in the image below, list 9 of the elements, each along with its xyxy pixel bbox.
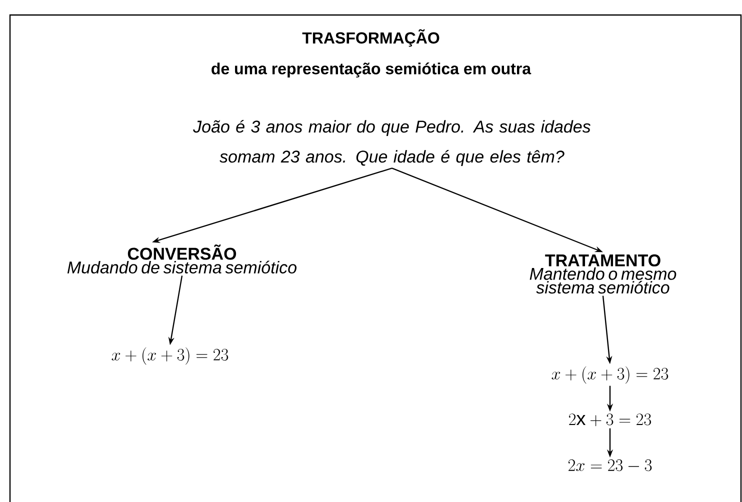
equation: $x+(x+3)=23$ xyxy=(552,366,668,384)
subtitle: de uma representação semiótica em outra xyxy=(212,62,532,78)
method-text: CONVERSÃO Mudando de sistema semiótico xyxy=(67,244,296,274)
equation: $2x=23-3$ xyxy=(568,459,652,472)
title: TRASFORMAÇÃO xyxy=(302,29,440,47)
problem-text: João é 3 anos maior do que Pedro. As suas idades somam 23 anos. Que idade é que eles têm? xyxy=(193,120,590,166)
equation: $2\mathrm{x}+3=23$ xyxy=(569,414,652,426)
equation: $x+(x+3)=23$ xyxy=(112,347,228,365)
method-text: TRATAMENTO Mantendo o mesmo sistema semiótico xyxy=(530,254,676,294)
